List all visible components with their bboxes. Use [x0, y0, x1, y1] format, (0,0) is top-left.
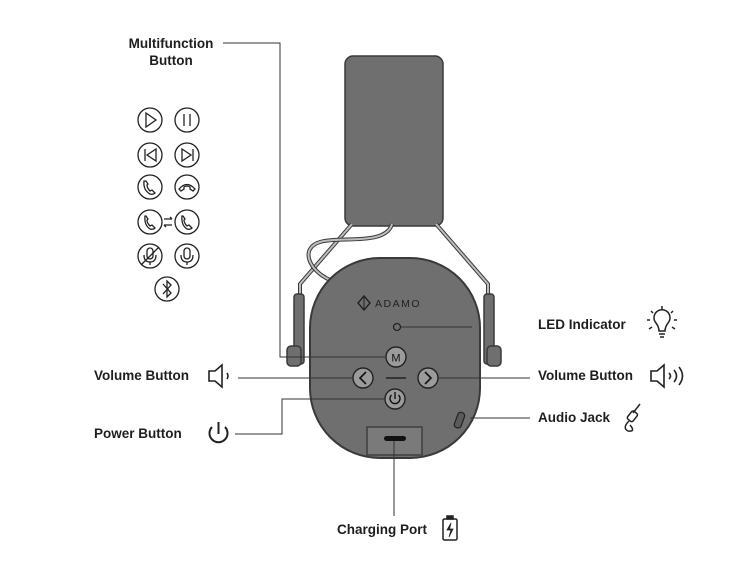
multifunction-button[interactable]: M: [385, 346, 407, 368]
label-charging-port: Charging Port: [337, 522, 427, 537]
right-hinge-knob: [486, 345, 502, 367]
next-track-icon: [174, 142, 200, 168]
pause-icon: [174, 107, 200, 133]
label-multifunction-line2: Button: [149, 53, 193, 68]
power-icon-small: [389, 394, 401, 405]
play-icon: [137, 107, 163, 133]
switch-call-icon: [137, 209, 200, 235]
usb-port[interactable]: [384, 436, 406, 441]
bluetooth-icon: [154, 276, 180, 302]
chevron-left-icon: [358, 371, 367, 385]
led-indicator: [392, 322, 402, 332]
brand-logo: ADAMO: [357, 294, 421, 312]
multifunction-button-label: M: [391, 353, 400, 365]
brand-name: ADAMO: [375, 298, 421, 310]
label-volume-left: Volume Button: [94, 368, 189, 383]
mic-mute-icon: [137, 243, 163, 269]
label-multifunction-line1: Multifunction: [128, 36, 214, 51]
left-hinge-knob: [286, 345, 302, 367]
previous-track-icon: [137, 142, 163, 168]
volume-down-button[interactable]: [352, 367, 374, 389]
speaker-high-icon: [650, 363, 684, 389]
chevron-right-icon: [424, 371, 433, 385]
label-volume-right: Volume Button: [538, 368, 633, 383]
answer-call-icon: [137, 174, 163, 200]
end-call-icon: [174, 174, 200, 200]
label-multifunction: Multifunction Button: [116, 36, 226, 68]
mic-icon: [174, 243, 200, 269]
multifunction-icon-grid: [137, 107, 200, 302]
label-power: Power Button: [94, 426, 182, 441]
label-led-indicator: LED Indicator: [538, 317, 626, 332]
label-audio-jack: Audio Jack: [538, 410, 611, 425]
battery-charging-icon: [442, 515, 458, 541]
speaker-low-icon: [208, 363, 229, 389]
audio-jack-port[interactable]: [453, 411, 466, 429]
audio-cable-icon: [624, 403, 641, 432]
power-icon: [208, 422, 229, 444]
headband: [344, 55, 444, 227]
power-button[interactable]: [384, 388, 406, 410]
volume-up-button[interactable]: [417, 367, 439, 389]
leader-lines: [223, 42, 530, 516]
light-bulb-icon: [647, 306, 677, 338]
